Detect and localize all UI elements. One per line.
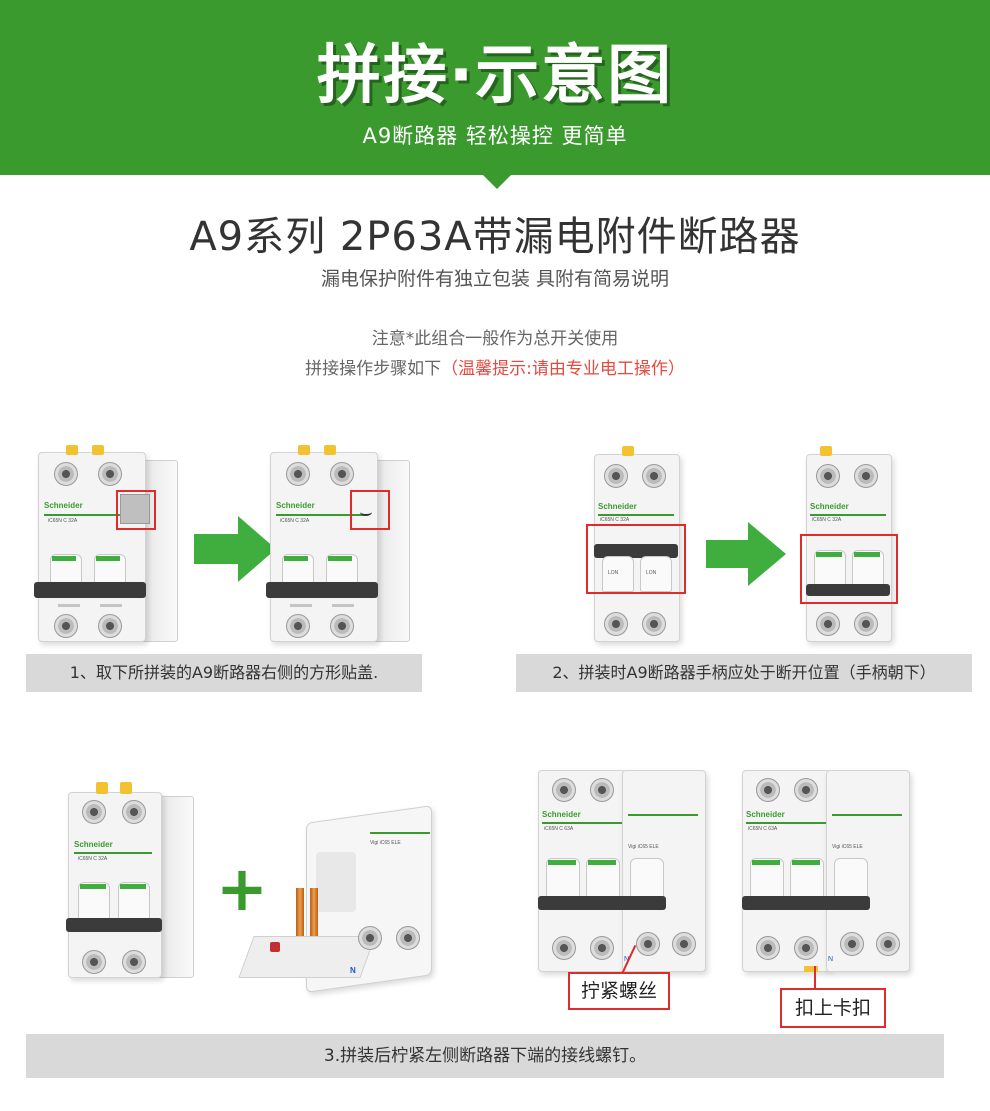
assembled-breaker-screw: Schneider iC65N C 63A Vigi iC65 ELE N (538, 770, 708, 972)
highlight-cover-patch (116, 490, 156, 530)
header-banner: 拼接·示意图 A9断路器 轻松操控 更简单 (0, 0, 990, 175)
breaker-step1-after: Schneider iC65N C 32A (266, 442, 420, 642)
steps-intro-text: 拼接操作步骤如下 (305, 359, 442, 379)
banner-subtitle: A9断路器 轻松操控 更简单 (362, 124, 628, 148)
breaker-step2-before: Schneider iC65N C 32A LON LON (586, 446, 686, 642)
steps-intro: 拼接操作步骤如下（温馨提示:请由专业电工操作） (0, 354, 990, 379)
highlight-removed-patch (350, 490, 390, 530)
banner-notch (483, 175, 511, 189)
usage-note: 注意*此组合一般作为总开关使用 (371, 329, 619, 349)
highlight-handle-down (586, 524, 686, 594)
breaker-step1-before: Schneider iC65N C 32A (34, 442, 188, 642)
highlight-handle-open (800, 534, 898, 604)
callout-pointer (814, 966, 816, 992)
step2-caption: 2、拼装时A9断路器手柄应处于断开位置（手柄朝下） (516, 654, 972, 692)
step3-caption: 3.拼装后柠紧左侧断路器下端的接线螺钉。 (26, 1034, 944, 1078)
right-arrow-icon (194, 516, 276, 582)
safety-warning: （温馨提示:请由专业电工操作） (441, 359, 685, 379)
brand-logo: Schneider (44, 501, 83, 510)
vigi-module: Vigi iC65 ELE N (238, 796, 436, 993)
banner-title: 拼接·示意图 (316, 39, 674, 113)
breaker-step3: Schneider iC65N C 32A (66, 778, 198, 978)
product-title: A9系列 2P63A带漏电附件断路器 (189, 214, 801, 260)
product-subtitle: 漏电保护附件有独立包装 具附有简易说明 (320, 268, 670, 290)
plus-icon: + (216, 852, 268, 925)
breaker-step2-after: Schneider iC65N C 32A (800, 446, 898, 642)
assembled-breaker-clip: Schneider iC65N C 63A Vigi iC65 ELE N (742, 770, 912, 972)
right-arrow-icon (706, 522, 786, 586)
step1-caption: 1、取下所拼装的A9断路器右侧的方形贴盖. (26, 654, 422, 692)
callout-clip-on: 扣上卡扣 (780, 988, 886, 1028)
brand-logo: Schneider (276, 501, 315, 510)
callout-tighten-screw: 拧紧螺丝 (568, 972, 670, 1010)
